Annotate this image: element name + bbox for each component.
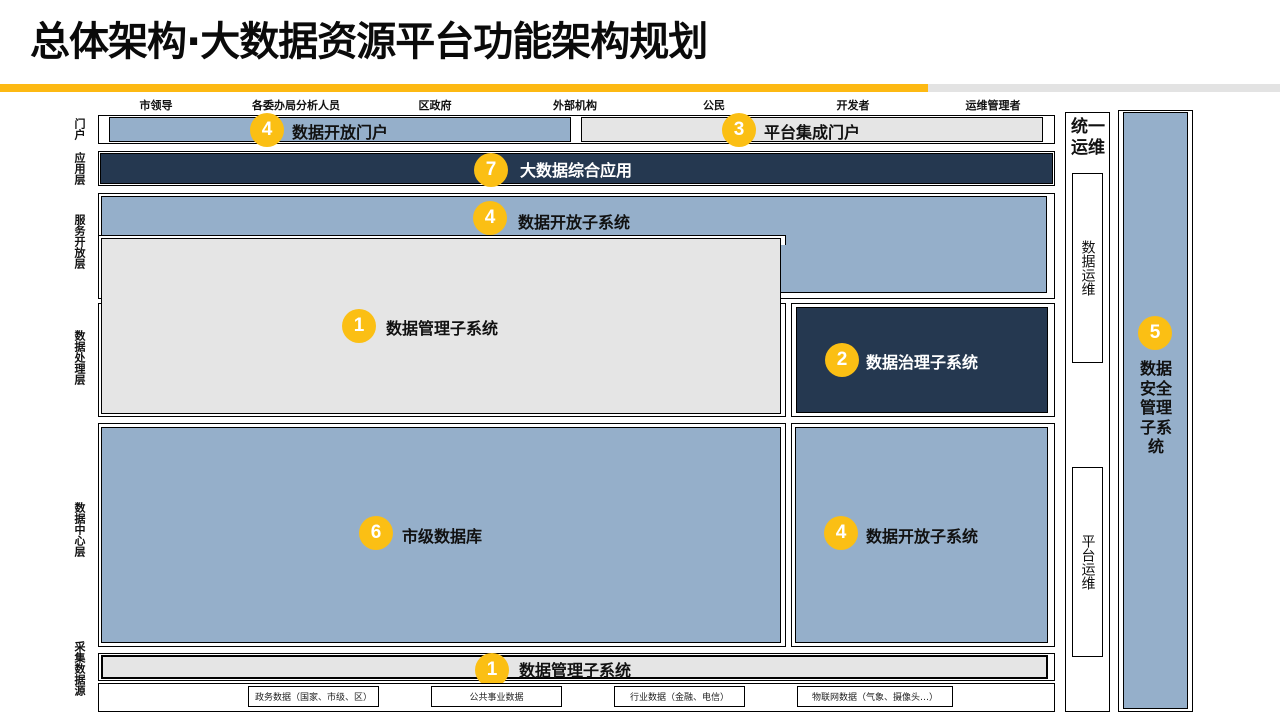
badge-5-icon: 5 — [1138, 316, 1172, 350]
city-database-label: 市级数据库 — [402, 527, 483, 546]
source-public-utility: 公共事业数据 — [431, 686, 562, 707]
open-portal-box[interactable]: 4 数据开放门户 — [109, 113, 571, 147]
mgmt-subsystem-bottom-box[interactable]: 1 数据管理子系统 — [101, 653, 1048, 687]
mgmt-subsystem-label: 数据管理子系统 — [386, 319, 499, 338]
user-label: 外部机构 — [553, 99, 597, 112]
badge-1-icon: 1 — [342, 309, 376, 343]
user-label: 区政府 — [418, 99, 452, 112]
badge-1-icon: 1 — [475, 653, 509, 687]
platform-ops-label: 平台运维 — [1079, 534, 1096, 590]
title-underline-accent — [0, 84, 928, 92]
source-gov-data: 政务数据（国家、市级、区） — [248, 686, 379, 707]
source-industry-data: 行业数据（金融、电信） — [614, 686, 745, 707]
open-subsystem-top-label: 数据开放子系统 — [518, 213, 631, 232]
bigdata-app-box[interactable]: 7 大数据综合应用 — [100, 153, 1053, 187]
unified-ops-frame: 统一运维 数据运维 平台运维 — [1065, 112, 1110, 712]
badge-4-icon: 4 — [824, 516, 858, 550]
open-portal-label: 数据开放门户 — [292, 123, 389, 142]
mgmt-subsystem-box[interactable]: 1 数据管理子系统 — [101, 238, 781, 414]
governance-subsystem-box[interactable]: 2 数据治理子系统 — [796, 307, 1048, 413]
badge-2-icon: 2 — [825, 343, 859, 377]
page-title: 总体架构·大数据资源平台功能架构规划 — [30, 19, 708, 65]
security-subsystem-box[interactable]: 5 数据安全管理子系统 — [1123, 112, 1188, 709]
badge-4-icon: 4 — [250, 113, 284, 147]
user-label: 公民 — [703, 99, 725, 112]
badge-7-icon: 7 — [474, 153, 508, 187]
badge-6-icon: 6 — [359, 516, 393, 550]
layer-label-data-processing: 数据处理层 — [73, 330, 86, 385]
layer-label-service-open: 服务开放层 — [73, 214, 86, 269]
bigdata-app-label: 大数据综合应用 — [520, 161, 633, 180]
platform-ops-box[interactable]: 平台运维 — [1072, 467, 1103, 657]
source-iot-data: 物联网数据（气象、摄像头…） — [797, 686, 953, 707]
layer-label-application: 应用层 — [73, 152, 86, 185]
integration-portal-label: 平台集成门户 — [764, 123, 861, 142]
user-label: 市领导 — [139, 99, 173, 112]
badge-4-icon: 4 — [473, 201, 507, 235]
mgmt-subsystem-bottom-label: 数据管理子系统 — [519, 661, 632, 680]
user-label: 各委办局分析人员 — [252, 99, 340, 112]
city-database-box[interactable]: 6 市级数据库 — [101, 427, 781, 643]
badge-3-icon: 3 — [722, 113, 756, 147]
user-label: 开发者 — [836, 99, 870, 112]
open-subsystem-center-box[interactable]: 4 数据开放子系统 — [795, 427, 1048, 643]
layer-label-collection-source: 采集数据源 — [73, 641, 86, 696]
integration-portal-box[interactable]: 3 平台集成门户 — [581, 113, 1043, 147]
layer-label-data-center: 数据中心层 — [73, 502, 86, 557]
layer-label-portal: 门户 — [73, 118, 86, 140]
data-ops-label: 数据运维 — [1079, 240, 1096, 296]
open-subsystem-center-label: 数据开放子系统 — [866, 527, 979, 546]
user-label: 运维管理者 — [965, 99, 1021, 112]
data-ops-box[interactable]: 数据运维 — [1072, 173, 1103, 363]
governance-subsystem-label: 数据治理子系统 — [866, 353, 979, 372]
security-subsystem-label: 数据安全管理子系统 — [1139, 359, 1172, 456]
unified-ops-title: 统一运维 — [1071, 117, 1105, 158]
title-underline-rest — [928, 84, 1280, 92]
